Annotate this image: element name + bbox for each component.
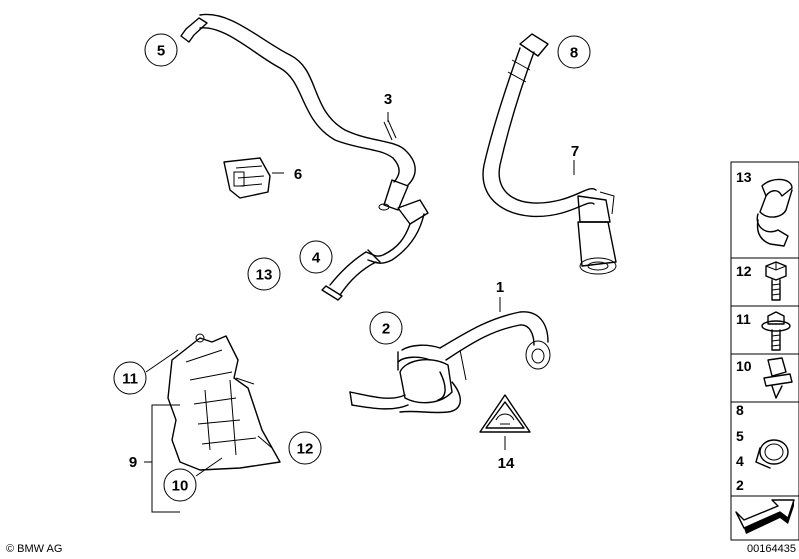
svg-text:13: 13 [256, 267, 273, 284]
svg-text:6: 6 [294, 166, 302, 183]
callout-3: 3 [384, 91, 392, 108]
water-valve-assembly-part-1 [349, 311, 551, 414]
callout-4: 4 [299, 240, 333, 274]
legend-item-12: 12 [730, 257, 799, 307]
callout-9: 9 [129, 454, 137, 471]
hose-part-7 [482, 33, 617, 275]
arrow-icon [735, 499, 795, 534]
svg-text:14: 14 [498, 455, 515, 472]
hose-part-3 [180, 13, 416, 211]
svg-text:12: 12 [297, 441, 314, 458]
callout-8: 8 [557, 35, 591, 69]
svg-text:8: 8 [570, 45, 578, 62]
svg-text:12: 12 [736, 263, 752, 279]
cover-plate-part-9 [167, 333, 281, 471]
callout-13: 13 [247, 257, 281, 291]
group-bracket-9 [144, 404, 180, 513]
legend-item-10: 10 [730, 353, 799, 403]
svg-text:5: 5 [736, 428, 744, 444]
hose-clip-icon [755, 439, 789, 469]
orientation-arrow-box [730, 495, 799, 541]
warning-sticker-part-14 [479, 394, 531, 433]
callout-1: 1 [496, 279, 504, 296]
expanding-rivet-icon [763, 357, 793, 399]
callout-12: 12 [288, 431, 322, 465]
svg-text:8: 8 [736, 402, 744, 418]
callout-2: 2 [369, 311, 403, 345]
callout-5: 5 [144, 33, 178, 67]
svg-text:1: 1 [496, 279, 504, 296]
svg-text:2: 2 [382, 321, 390, 338]
hose-clamp-bracket-icon [756, 178, 793, 247]
callout-6: 6 [294, 166, 302, 183]
hex-bolt-icon [765, 261, 787, 301]
callout-11: 11 [113, 361, 147, 395]
bracket-part-6 [223, 157, 271, 199]
svg-text:11: 11 [122, 371, 138, 388]
svg-text:2: 2 [736, 477, 744, 493]
svg-text:9: 9 [129, 454, 137, 471]
flange-bolt-icon [761, 311, 791, 351]
legend-item-11: 11 [730, 305, 799, 355]
hose-part-4 [321, 199, 429, 301]
callout-10: 10 [163, 468, 197, 502]
callout-14: 14 [498, 455, 515, 472]
diagram-number: 00164435 [747, 543, 796, 555]
svg-text:11: 11 [736, 311, 751, 327]
leader-lines [145, 112, 575, 477]
copyright-label: © BMW AG [6, 543, 62, 555]
legend-item-hose-clips: 8 5 4 2 [730, 401, 799, 497]
legend-item-13: 13 [730, 161, 799, 259]
svg-text:4: 4 [736, 453, 744, 469]
callout-7: 7 [571, 143, 579, 160]
svg-text:3: 3 [384, 91, 392, 108]
svg-text:4: 4 [312, 250, 321, 267]
svg-text:13: 13 [736, 169, 752, 185]
svg-text:5: 5 [157, 43, 165, 60]
svg-text:10: 10 [736, 358, 752, 374]
svg-text:10: 10 [172, 478, 189, 495]
legend-panel: 13 12 11 [730, 161, 799, 541]
svg-text:7: 7 [571, 143, 579, 160]
